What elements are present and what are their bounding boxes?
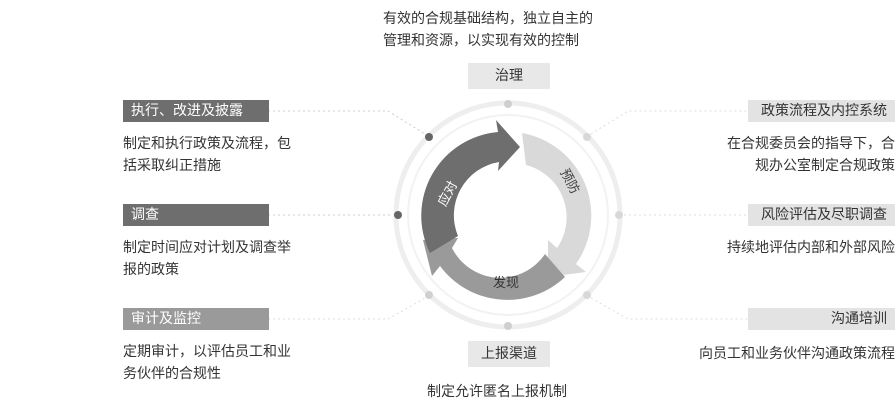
left-item-2-desc-line1: 制定时间应对计划及调查举 [123,240,291,256]
right-item-3-desc: 向员工和业务伙伴沟通政策流程 [699,346,895,362]
top-desc-line2: 管理和资源，以实现有效的控制 [383,33,579,49]
right-item-1-desc-line2: 规办公室制定合规政策 [755,158,895,174]
respond-arrow [421,120,520,253]
right-item-1-desc: 在合规委员会的指导下，合 规办公室制定合规政策 [680,133,895,177]
ring-dot-right-mid [615,211,623,219]
ring-dot-left-bottom [425,291,433,299]
left-item-2-desc-line2: 报的政策 [123,262,179,278]
governance-label: 治理 [468,63,550,89]
right-item-2-desc: 持续地评估内部和外部风险 [727,240,895,256]
left-item-1-desc: 制定和执行政策及流程，包 括采取纠正措施 [123,133,333,177]
left-item-3-desc-line1: 定期审计，以评估员工和业 [123,344,291,360]
right-item-2-title: 风险评估及尽职调查 [748,204,895,226]
connector-right-top [590,110,748,135]
reporting-description: 制定允许匿名上报机制 [427,384,567,400]
detect-arrow [423,238,565,300]
left-item-3-desc-line2: 务伙伴的合规性 [123,366,221,382]
connector-left-bottom [268,297,426,320]
top-desc-line1: 有效的合规基础结构，独立自主的 [383,11,593,27]
inner-ring [407,114,609,316]
reporting-channel-label: 上报渠道 [468,341,550,367]
connector-right-bottom [590,297,748,320]
ring-dot-right-bottom [583,291,591,299]
ring-dot-bottom [504,322,512,330]
ring-dot-left-mid [394,211,402,219]
left-item-3-title: 审计及监控 [123,308,269,330]
left-item-2-desc: 制定时间应对计划及调查举 报的政策 [123,237,333,281]
ring-dot-right-top [583,133,591,141]
ring-dot-top [504,100,512,108]
left-item-1-title: 执行、改进及披露 [123,100,269,122]
detect-label: 发现 [493,276,520,291]
left-item-1-desc-line1: 制定和执行政策及流程，包 [123,136,291,152]
prevent-arrow [522,133,592,277]
right-item-1-desc-line1: 在合规委员会的指导下，合 [727,136,895,152]
right-item-3-title: 沟通培训 [748,308,895,330]
right-item-1-title: 政策流程及内控系统 [748,100,895,122]
left-item-3-desc: 定期审计，以评估员工和业 务伙伴的合规性 [123,341,333,385]
left-item-1-desc-line2: 括采取纠正措施 [123,158,221,174]
ring-dot-left-top [425,133,433,141]
top-description: 有效的合规基础结构，独立自主的 管理和资源，以实现有效的控制 [383,8,643,52]
connector-left-top [268,110,426,135]
left-item-2-title: 调查 [123,204,269,226]
